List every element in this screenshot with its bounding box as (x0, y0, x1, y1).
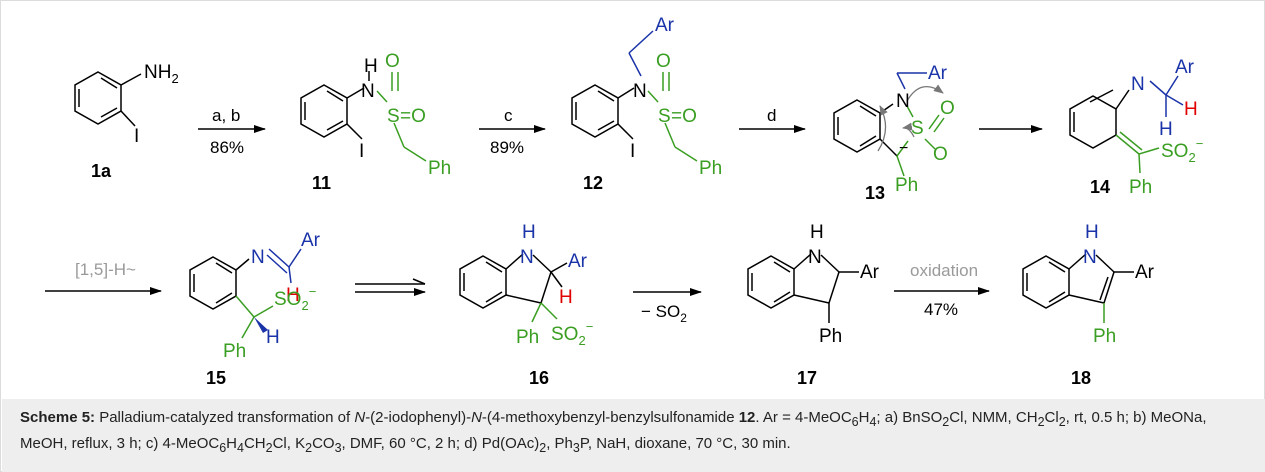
carbanion-charge-13: − (899, 140, 908, 157)
compound-14 (1069, 89, 1130, 149)
aryl-18: Ar (1135, 262, 1155, 283)
so2-extrusion-label: − SO2 (641, 302, 687, 325)
hydride-shift-label: [1,5]-H~ (75, 260, 136, 279)
benzyl-chain-12 (628, 30, 654, 77)
sulfur-12: S (658, 106, 671, 127)
reaction-scheme: NH2 I 1a a, b 86% H N O S =O Ph I 11 c 8… (45, 15, 1203, 388)
oxygen-top-13: O (940, 98, 955, 119)
nh-h-18: H (1085, 222, 1099, 243)
step3-reagents: d (767, 106, 776, 125)
sulfinate-14: SO2− (1161, 136, 1203, 165)
compound-17 (747, 253, 859, 323)
nitrogen-11: N (361, 81, 375, 102)
label-11: 11 (312, 173, 331, 193)
hydrogen-15: H (266, 327, 280, 348)
nh-h-17: H (810, 222, 824, 243)
sulfonyl-group-13 (896, 105, 945, 177)
iodo-label-11: I (359, 141, 364, 162)
compound-15 (189, 256, 250, 310)
sulfonyl-group-11 (376, 72, 427, 162)
nh-h-16: H (522, 222, 536, 243)
label-1a: 1a (91, 161, 112, 181)
sulfur-13: S (911, 118, 924, 139)
aryl-13: Ar (928, 63, 948, 84)
amine-label-1a: NH2 (144, 62, 179, 86)
imine-15 (266, 248, 302, 284)
sulfinate-15: SO2− (274, 284, 316, 313)
phenyl-11: Ph (428, 158, 451, 179)
step1-reagents: a, b (212, 106, 240, 125)
caption-label: Scheme 5: (20, 409, 96, 426)
label-12: 12 (583, 173, 603, 193)
compound-13 (833, 99, 898, 157)
label-16: 16 (529, 368, 549, 388)
phenyl-16: Ph (516, 327, 539, 348)
oxidation-label: oxidation (910, 261, 978, 280)
iodo-label-12: I (630, 141, 635, 162)
aryl-16: Ar (568, 251, 588, 272)
benzylidene-14 (1115, 131, 1160, 174)
sulfinate-16: SO2− (551, 319, 593, 348)
nitrogen-16: N (520, 247, 534, 268)
imine-nitrogen-14: N (1131, 74, 1145, 95)
phenyl-13: Ph (895, 175, 918, 196)
benzylic-ch-14 (1149, 75, 1184, 117)
benzylic-center-15 (235, 295, 274, 339)
oxygen-bottom-13: O (933, 144, 948, 165)
label-18: 18 (1071, 368, 1091, 388)
nitrogen-17: N (808, 247, 822, 268)
compound-12 (571, 84, 635, 140)
phenyl-18: Ph (1093, 326, 1116, 347)
phenyl-17: Ph (819, 326, 842, 347)
equilibrium-arrow (355, 278, 426, 296)
step2-yield: 89% (490, 138, 524, 157)
compound-16 (459, 253, 568, 309)
nitrogen-13: N (896, 91, 910, 112)
compound-18 (1022, 253, 1134, 309)
electron-flow-arrows-13 (877, 84, 944, 152)
imine-nitrogen-15: N (251, 247, 265, 268)
nitrogen-18: N (1083, 247, 1097, 268)
label-14: 14 (1090, 177, 1110, 197)
sulfur-11: S (387, 106, 400, 127)
hydrogen-14: H (1159, 119, 1173, 140)
aryl-14: Ar (1175, 57, 1195, 78)
c3-substituents-16 (531, 302, 558, 323)
aryl-17: Ar (860, 262, 880, 283)
oxygen-top-12: O (656, 51, 671, 72)
sulfonyl-group-12 (647, 72, 698, 162)
phenyl-14: Ph (1129, 177, 1152, 198)
oxygen-top-11: O (385, 51, 400, 72)
step2-reagents: c (504, 106, 513, 125)
phenyl-12: Ph (699, 158, 722, 179)
compound-11 (300, 71, 370, 140)
sulfonyl-oxygen-12: =O (671, 106, 697, 127)
phenyl-15: Ph (223, 341, 246, 362)
nitrogen-12: N (633, 81, 647, 102)
oxidation-yield: 47% (924, 300, 958, 319)
aryl-12: Ar (655, 15, 675, 36)
compound-1a (74, 71, 142, 127)
aryl-15: Ar (301, 230, 321, 251)
benzyl-chain-13 (896, 72, 927, 90)
iodo-label-1a: I (134, 126, 139, 147)
label-17: 17 (797, 368, 817, 388)
sulfonyl-oxygen-11: =O (400, 106, 426, 127)
scheme-caption: Scheme 5: Palladium-catalyzed transforma… (2, 399, 1265, 472)
wedge-bond-15 (254, 317, 268, 333)
nh-h-11: H (364, 56, 378, 77)
transferred-h-15: H (286, 285, 300, 306)
label-13: 13 (865, 183, 885, 203)
transferred-h-16: H (559, 287, 573, 308)
label-15: 15 (206, 368, 226, 388)
step1-yield: 86% (210, 138, 244, 157)
migrating-h-14: H (1184, 99, 1198, 120)
